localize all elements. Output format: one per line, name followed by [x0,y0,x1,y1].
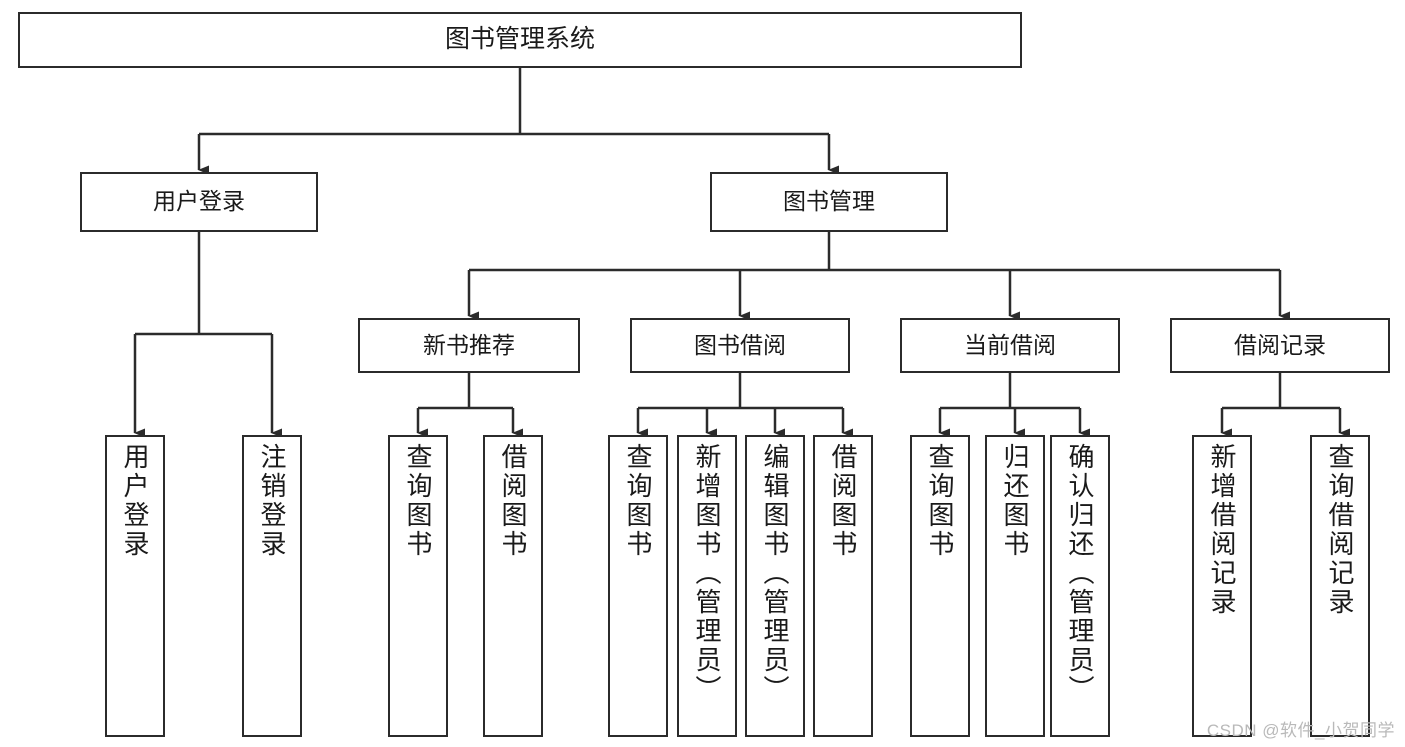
node-current-borrow[interactable]: 当前借阅 [900,318,1120,373]
node-borrow-record[interactable]: 借阅记录 [1170,318,1390,373]
node-leaf-add-book[interactable]: 新增图书（管理员） [677,435,737,737]
node-label: 确认归还（管理员） [1065,443,1095,704]
node-label: 新增借阅记录 [1207,443,1237,617]
node-label: 注销登录 [257,443,287,559]
node-root[interactable]: 图书管理系统 [18,12,1022,68]
watermark-text: CSDN @软件_小贺同学 [1206,721,1395,740]
node-label: 借阅记录 [1234,331,1326,358]
node-leaf-user-login[interactable]: 用户登录 [105,435,165,737]
node-label: 新书推荐 [423,331,515,358]
node-label: 新增图书（管理员） [692,443,722,704]
node-leaf-query-book-2[interactable]: 查询图书 [608,435,668,737]
node-label: 用户登录 [153,188,245,215]
node-user-login[interactable]: 用户登录 [80,172,318,232]
node-leaf-query-book-1[interactable]: 查询图书 [388,435,448,737]
node-label: 编辑图书（管理员） [760,443,790,704]
node-label: 查询图书 [925,443,955,559]
node-label: 借阅图书 [828,443,858,559]
node-label: 查询图书 [403,443,433,559]
node-label: 图书管理系统 [444,25,595,54]
node-label: 用户登录 [120,443,150,559]
node-leaf-confirm-return[interactable]: 确认归还（管理员） [1050,435,1110,737]
node-label: 当前借阅 [964,331,1056,358]
node-leaf-borrow-book-2[interactable]: 借阅图书 [813,435,873,737]
edge-group [133,68,1350,438]
node-new-book-recommend[interactable]: 新书推荐 [358,318,580,373]
node-label: 查询借阅记录 [1325,443,1355,617]
node-label: 图书借阅 [694,331,786,358]
node-label: 归还图书 [1000,443,1030,559]
node-book-borrow[interactable]: 图书借阅 [630,318,850,373]
node-leaf-borrow-book-1[interactable]: 借阅图书 [483,435,543,737]
node-leaf-edit-book[interactable]: 编辑图书（管理员） [745,435,805,737]
node-leaf-query-record[interactable]: 查询借阅记录 [1310,435,1370,737]
node-label: 借阅图书 [498,443,528,559]
node-leaf-user-logout[interactable]: 注销登录 [242,435,302,737]
node-label: 查询图书 [623,443,653,559]
node-leaf-add-record[interactable]: 新增借阅记录 [1192,435,1252,737]
node-leaf-query-book-3[interactable]: 查询图书 [910,435,970,737]
node-leaf-return-book[interactable]: 归还图书 [985,435,1045,737]
node-label: 图书管理 [783,188,875,215]
node-book-manage[interactable]: 图书管理 [710,172,948,232]
